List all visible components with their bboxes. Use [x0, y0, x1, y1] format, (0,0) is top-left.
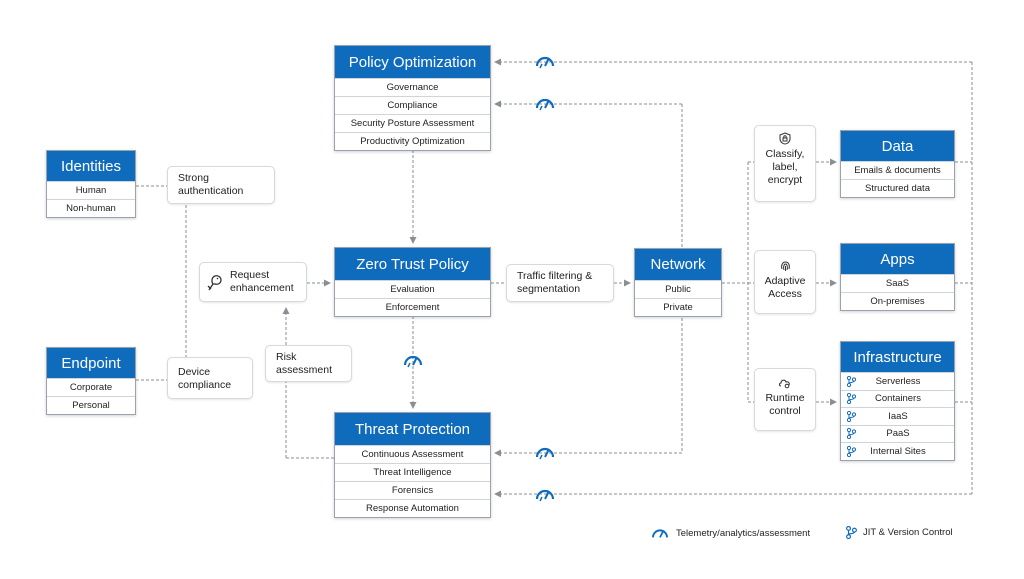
note-line: assessment	[276, 364, 333, 376]
list-item: Productivity Optimization	[335, 132, 490, 150]
branch-icon	[847, 393, 856, 405]
list-item: Corporate	[47, 378, 135, 396]
list-item: Security Posture Assessment	[335, 114, 490, 132]
list-item: Emails & documents	[841, 161, 954, 179]
infrastructure-card: Infrastructure Serverless Containers Iaa…	[840, 341, 955, 461]
infrastructure-item-label: Internal Sites	[870, 445, 926, 457]
gauge-icon	[403, 355, 423, 368]
zero-trust-policy-title: Zero Trust Policy	[335, 248, 490, 280]
gauge-icon	[535, 56, 555, 69]
note-line: authentication	[178, 185, 244, 197]
legend-telemetry: Telemetry/analytics/assessment	[650, 526, 810, 540]
gauge-icon	[535, 489, 555, 502]
note-line: Device	[178, 366, 211, 378]
branch-icon	[847, 410, 856, 422]
data-card: Data Emails & documents Structured data	[840, 130, 955, 198]
infrastructure-item-label: IaaS	[888, 410, 908, 422]
branch-icon	[847, 445, 856, 457]
list-item: PaaS	[841, 424, 954, 443]
note-line: Classify,	[765, 148, 805, 160]
list-item: Personal	[47, 396, 135, 414]
identities-card: Identities Human Non-human	[46, 150, 136, 218]
list-item: Public	[635, 280, 721, 298]
note-line: Traffic filtering &	[517, 270, 593, 282]
note-line: Runtime	[765, 392, 805, 404]
note-line: Risk	[276, 351, 297, 363]
request-enhancement-note: Request enhancement	[199, 262, 307, 302]
device-compliance-note: Device compliance	[167, 357, 253, 399]
apps-title: Apps	[841, 244, 954, 274]
risk-assessment-note: Risk assessment	[265, 345, 352, 382]
list-item: Continuous Assessment	[335, 445, 490, 463]
note-line: enhancement	[230, 282, 294, 294]
identities-title: Identities	[47, 151, 135, 181]
apps-card: Apps SaaS On-premises	[840, 243, 955, 311]
list-item: IaaS	[841, 407, 954, 425]
note-line: compliance	[178, 379, 232, 391]
zero-trust-policy-card: Zero Trust Policy Evaluation Enforcement	[334, 247, 491, 317]
note-line: label,	[772, 161, 798, 173]
classify-label-encrypt-note: Classify, label, encrypt	[754, 125, 816, 202]
infrastructure-item-label: Serverless	[875, 375, 921, 387]
key-hand-icon	[207, 275, 222, 291]
adaptive-access-note: Adaptive Access	[754, 250, 816, 314]
endpoint-card: Endpoint Corporate Personal	[46, 347, 136, 415]
note-line: control	[769, 405, 801, 417]
policy-optimization-card: Policy Optimization Governance Complianc…	[334, 45, 491, 151]
list-item: Forensics	[335, 481, 490, 499]
legend-jit-label: JIT & Version Control	[863, 527, 953, 538]
list-item: SaaS	[841, 274, 954, 292]
list-item: Containers	[841, 389, 954, 408]
lock-shield-icon	[779, 132, 791, 145]
note-line: segmentation	[517, 283, 581, 295]
traffic-filtering-note: Traffic filtering & segmentation	[506, 264, 614, 302]
legend-telemetry-label: Telemetry/analytics/assessment	[676, 527, 811, 539]
note-line: Access	[768, 288, 802, 300]
legend-jit: JIT & Version Control	[846, 526, 953, 539]
threat-protection-card: Threat Protection Continuous Assessment …	[334, 412, 491, 518]
list-item: Compliance	[335, 96, 490, 114]
list-item: Serverless	[841, 372, 954, 390]
list-item: Structured data	[841, 179, 954, 197]
data-title: Data	[841, 131, 954, 161]
infrastructure-item-label: PaaS	[886, 428, 910, 440]
list-item: Human	[47, 181, 135, 199]
list-item: Response Automation	[335, 499, 490, 517]
list-item: On-premises	[841, 292, 954, 310]
network-title: Network	[635, 249, 721, 280]
policy-optimization-title: Policy Optimization	[335, 46, 490, 78]
threat-protection-title: Threat Protection	[335, 413, 490, 445]
cloud-gear-icon	[779, 379, 790, 389]
gauge-icon	[652, 529, 668, 538]
list-item: Evaluation	[335, 280, 490, 298]
branch-icon	[847, 375, 856, 387]
infrastructure-item-label: Containers	[875, 393, 921, 405]
infrastructure-title: Infrastructure	[841, 342, 954, 372]
list-item: Threat Intelligence	[335, 463, 490, 481]
endpoint-title: Endpoint	[47, 348, 135, 378]
list-item: Private	[635, 298, 721, 316]
gauge-icon	[535, 98, 555, 111]
gauge-icon	[535, 447, 555, 460]
strong-authentication-note: Strong authentication	[167, 166, 275, 204]
list-item: Governance	[335, 78, 490, 96]
note-line: encrypt	[767, 174, 803, 186]
note-line: Strong	[178, 172, 209, 184]
note-line: Adaptive	[764, 275, 806, 287]
list-item: Enforcement	[335, 298, 490, 316]
network-card: Network Public Private	[634, 248, 722, 317]
branch-icon	[846, 526, 857, 539]
note-line: Request	[230, 269, 270, 281]
list-item: Non-human	[47, 199, 135, 217]
branch-icon	[847, 428, 856, 440]
fingerprint-icon	[780, 261, 790, 271]
list-item: Internal Sites	[841, 442, 954, 460]
runtime-control-note: Runtime control	[754, 368, 816, 431]
